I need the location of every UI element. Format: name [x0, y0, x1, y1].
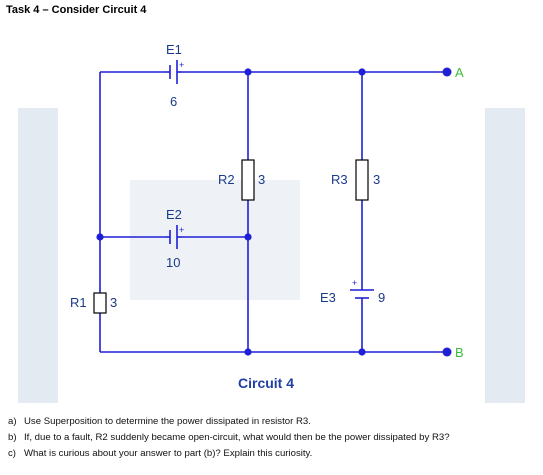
- junction-dots: [96, 68, 366, 356]
- e2-plus-sign: +: [179, 225, 184, 235]
- e3-value: 9: [378, 290, 385, 305]
- question-b: b) If, due to a fault, R2 suddenly becam…: [8, 430, 540, 446]
- r3-value: 3: [373, 172, 380, 187]
- r1-name: R1: [70, 295, 87, 310]
- question-letter: c): [8, 448, 16, 459]
- battery-e1: [166, 60, 182, 84]
- terminal-b: [442, 347, 452, 357]
- r2-name: R2: [218, 172, 235, 187]
- task-title: Task 4 – Consider Circuit 4: [6, 4, 147, 16]
- resistor-r2: [241, 159, 255, 201]
- e1-name: E1: [166, 42, 182, 57]
- battery-e3: [350, 288, 374, 302]
- wires: [99, 71, 443, 353]
- resistor-r3: [355, 159, 369, 201]
- question-letter: b): [8, 432, 17, 443]
- question-text: If, due to a fault, R2 suddenly became o…: [24, 432, 450, 443]
- node-a-label: A: [455, 65, 464, 80]
- battery-e2: [166, 225, 182, 249]
- question-list: a) Use Superposition to determine the po…: [8, 414, 540, 462]
- e1-value: 6: [170, 94, 177, 109]
- r2-value: 3: [258, 172, 265, 187]
- e3-plus-sign: +: [352, 278, 357, 288]
- e3-name: E3: [320, 290, 336, 305]
- watermark: [18, 108, 525, 403]
- question-c: c) What is curious about your answer to …: [8, 446, 540, 462]
- resistor-r1: [93, 292, 107, 314]
- terminal-a: [442, 67, 452, 77]
- e2-value: 10: [166, 255, 180, 270]
- question-text: Use Superposition to determine the power…: [24, 416, 311, 427]
- question-a: a) Use Superposition to determine the po…: [8, 414, 540, 430]
- r1-value: 3: [110, 295, 117, 310]
- node-b-label: B: [455, 345, 464, 360]
- e2-name: E2: [166, 207, 182, 222]
- circuit-title: Circuit 4: [238, 375, 294, 391]
- e1-plus-sign: +: [179, 60, 184, 70]
- r3-name: R3: [331, 172, 348, 187]
- question-letter: a): [8, 416, 17, 427]
- question-text: What is curious about your answer to par…: [24, 448, 313, 459]
